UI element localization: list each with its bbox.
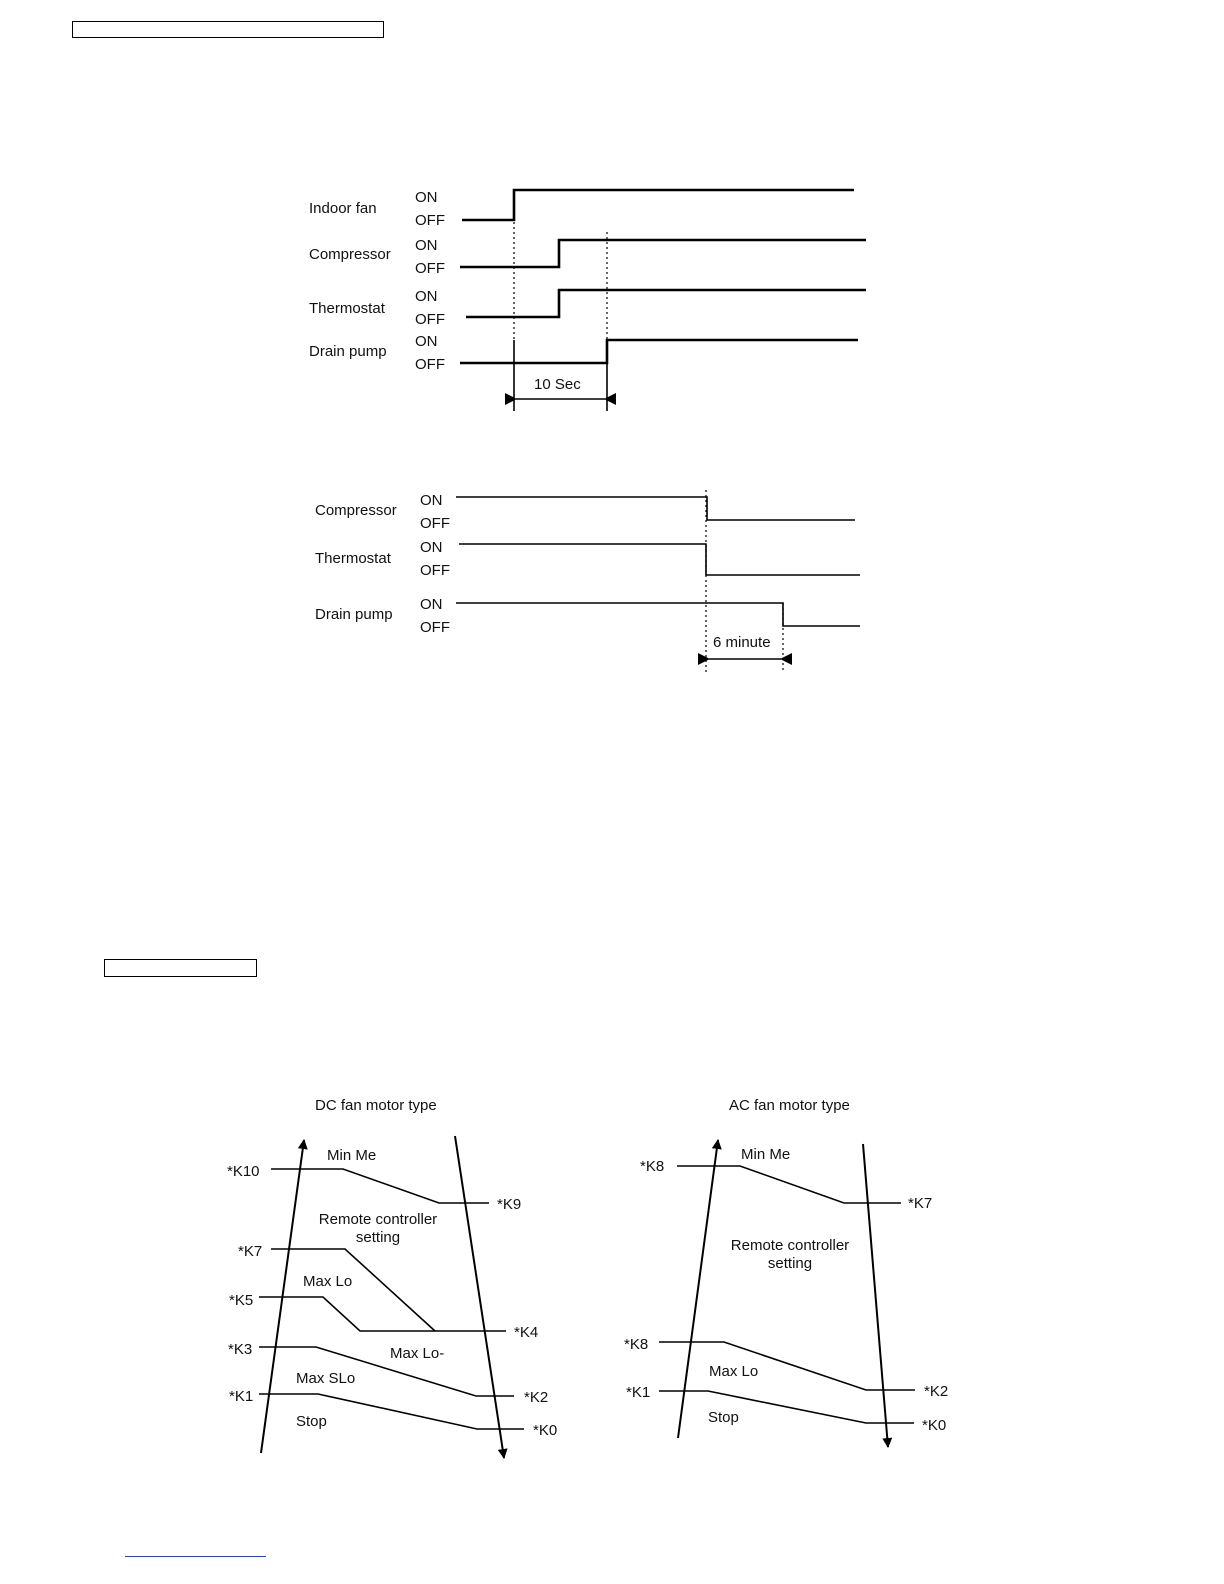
point-k5: *K5	[229, 1292, 253, 1309]
point-k8-top: *K8	[640, 1158, 664, 1175]
drain-pump-signal	[460, 338, 858, 365]
signal-name-thermostat: Thermostat	[309, 300, 386, 317]
falling-axis-arrow	[454, 1135, 508, 1459]
point-k7: *K7	[238, 1243, 262, 1260]
point-k3: *K3	[228, 1341, 252, 1358]
point-k7: *K7	[908, 1195, 932, 1212]
off-label: OFF	[415, 311, 445, 328]
zone-stop: Stop	[296, 1413, 327, 1430]
threshold-k3-k2	[259, 1346, 514, 1397]
ac-fan-diagram: AC fan motor type *K8 *K7 *K8 *K2 *K1 *K…	[624, 1097, 948, 1448]
zone-max-lo: Max Lo	[303, 1273, 352, 1290]
threshold-k8-k2	[659, 1341, 915, 1391]
threshold-k1-k0	[659, 1390, 914, 1424]
on-label: ON	[415, 237, 438, 254]
point-k8-low: *K8	[624, 1336, 648, 1353]
signal-name-drain-pump: Drain pump	[309, 343, 387, 360]
off-label: OFF	[420, 515, 450, 532]
on-label: ON	[420, 492, 443, 509]
thermostat-signal	[459, 543, 860, 576]
delay-label: 6 minute	[713, 634, 771, 651]
on-label: ON	[420, 539, 443, 556]
threshold-k10-k9	[271, 1168, 489, 1204]
zone-remote-setting: setting	[356, 1229, 400, 1246]
zone-max-lo: Max Lo	[709, 1363, 758, 1380]
point-k1: *K1	[626, 1384, 650, 1401]
zone-remote-setting: setting	[768, 1255, 812, 1272]
threshold-k5-k4	[259, 1296, 506, 1332]
off-label: OFF	[415, 212, 445, 229]
footer-rule	[125, 1556, 266, 1558]
section-box	[104, 959, 257, 977]
signal-name-compressor: Compressor	[309, 246, 391, 263]
signal-name-indoor-fan: Indoor fan	[309, 200, 377, 217]
drain-pump-signal	[456, 602, 860, 627]
on-label: ON	[415, 189, 438, 206]
point-k2: *K2	[924, 1383, 948, 1400]
delay-label: 10 Sec	[534, 376, 581, 393]
signal-name-drain-pump: Drain pump	[315, 606, 393, 623]
zone-remote-controller: Remote controller	[319, 1211, 437, 1228]
zone-remote-controller: Remote controller	[731, 1237, 849, 1254]
zone-max-lo-minus: Max Lo-	[390, 1345, 444, 1362]
zone-max-slo: Max SLo	[296, 1370, 355, 1387]
off-label: OFF	[420, 619, 450, 636]
point-k0: *K0	[533, 1422, 557, 1439]
header-box	[72, 21, 384, 38]
dc-title: DC fan motor type	[315, 1097, 437, 1114]
falling-axis-arrow	[862, 1143, 893, 1448]
off-label: OFF	[415, 260, 445, 277]
dc-fan-diagram: DC fan motor type *K10 *K9 *K7 *K5 *K4 *…	[227, 1097, 557, 1459]
thermostat-signal	[466, 288, 866, 319]
rising-axis-arrow	[677, 1139, 722, 1439]
indoor-fan-signal	[462, 188, 854, 222]
point-k0: *K0	[922, 1417, 946, 1434]
signal-name-compressor: Compressor	[315, 502, 397, 519]
on-label: ON	[415, 288, 438, 305]
ac-title: AC fan motor type	[729, 1097, 850, 1114]
timing-chart-off: Compressor ON OFF Thermostat ON OFF Drai…	[315, 490, 860, 672]
point-k9: *K9	[497, 1196, 521, 1213]
point-k10: *K10	[227, 1163, 260, 1180]
threshold-k8-k7	[677, 1165, 901, 1204]
point-k1: *K1	[229, 1388, 253, 1405]
compressor-signal	[460, 238, 866, 269]
on-label: ON	[420, 596, 443, 613]
zone-min-me: Min Me	[327, 1147, 376, 1164]
signal-name-thermostat: Thermostat	[315, 550, 392, 567]
threshold-k7-k4	[271, 1248, 436, 1332]
off-label: OFF	[415, 356, 445, 373]
off-label: OFF	[420, 562, 450, 579]
timing-chart-on: Indoor fan ON OFF Compressor ON OFF Ther…	[309, 188, 866, 411]
compressor-signal	[456, 496, 855, 521]
threshold-k1-k0	[259, 1393, 524, 1430]
zone-min-me: Min Me	[741, 1146, 790, 1163]
point-k2: *K2	[524, 1389, 548, 1406]
point-k4: *K4	[514, 1324, 538, 1341]
zone-stop: Stop	[708, 1409, 739, 1426]
on-label: ON	[415, 333, 438, 350]
